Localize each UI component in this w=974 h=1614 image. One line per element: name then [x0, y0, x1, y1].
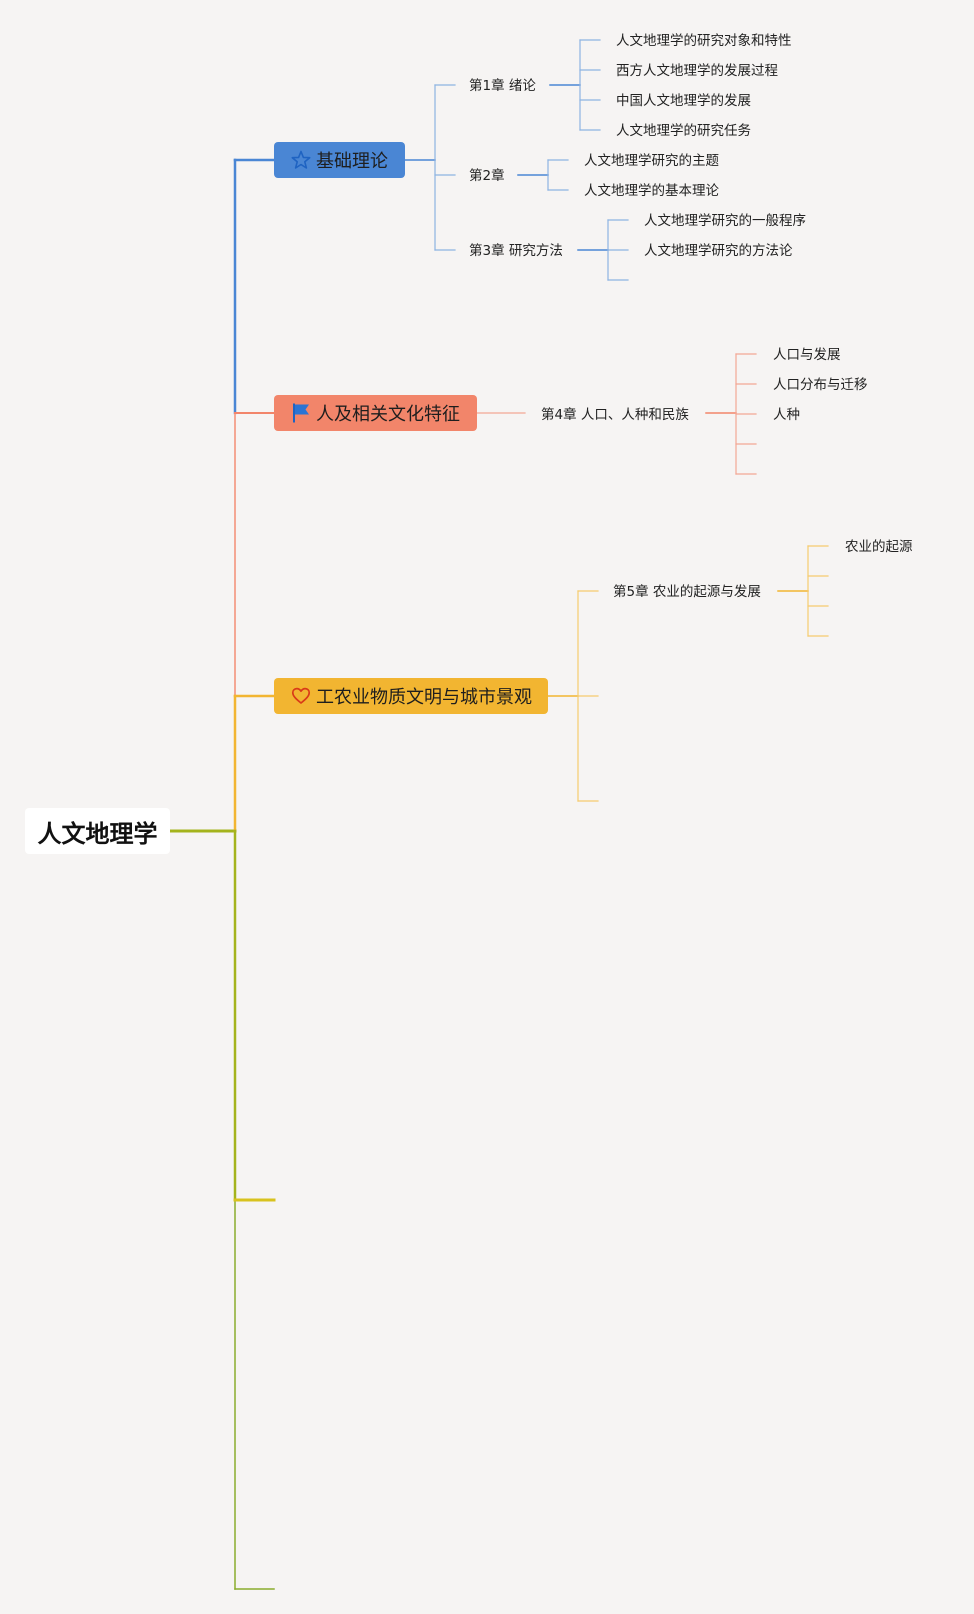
leaf-topic[interactable]: 人口与发展	[773, 347, 841, 363]
subtopic-chapter-5[interactable]: 第5章 农业的起源与发展	[613, 584, 761, 600]
leaf-topic[interactable]: 人文地理学研究的方法论	[644, 243, 793, 259]
leaf-topic[interactable]: 农业的起源	[845, 539, 913, 555]
leaf-topic[interactable]: 人文地理学研究的一般程序	[644, 213, 806, 229]
leaf-topic[interactable]: 人口分布与迁移	[773, 377, 868, 393]
leaf-topic[interactable]: 人文地理学的研究对象和特性	[616, 33, 792, 49]
main-topic-human-culture[interactable]: 人及相关文化特征	[274, 395, 477, 431]
heart-icon	[290, 685, 312, 707]
main-topic-basic-theory[interactable]: 基础理论	[274, 142, 405, 178]
leaf-topic[interactable]: 中国人文地理学的发展	[616, 93, 751, 109]
subtopic-chapter-3[interactable]: 第3章 研究方法	[469, 243, 563, 259]
leaf-topic[interactable]: 人文地理学研究的主题	[584, 153, 719, 169]
subtopic-chapter-2[interactable]: 第2章	[469, 168, 505, 184]
root-topic[interactable]: 人文地理学	[25, 808, 170, 854]
subtopic-chapter-1[interactable]: 第1章 绪论	[469, 78, 536, 94]
main-topic-label: 人及相关文化特征	[316, 404, 460, 425]
main-topic-label: 工农业物质文明与城市景观	[316, 687, 532, 708]
leaf-topic[interactable]: 人文地理学的研究任务	[616, 123, 751, 139]
subtopic-chapter-4[interactable]: 第4章 人口、人种和民族	[541, 407, 689, 423]
leaf-topic[interactable]: 人文地理学的基本理论	[584, 183, 719, 199]
star-icon	[290, 149, 312, 171]
flag-icon	[290, 402, 312, 424]
leaf-topic[interactable]: 人种	[773, 407, 800, 423]
main-topic-label: 基础理论	[316, 151, 388, 172]
root-topic-label: 人文地理学	[37, 819, 158, 848]
leaf-topic[interactable]: 西方人文地理学的发展过程	[616, 63, 778, 79]
main-topic-material-civilization[interactable]: 工农业物质文明与城市景观	[274, 678, 548, 714]
